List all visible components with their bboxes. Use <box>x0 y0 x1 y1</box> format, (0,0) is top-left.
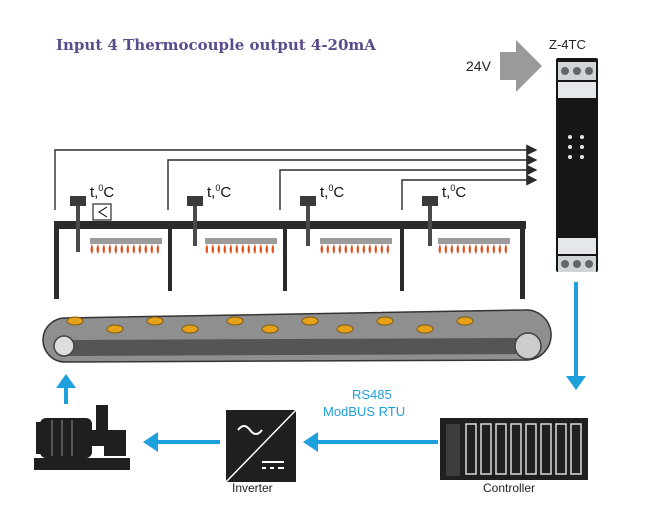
flame <box>259 244 262 254</box>
sensor-2-label: t,0C <box>207 183 232 201</box>
plc-module-slot <box>555 423 567 475</box>
sensor-3 <box>300 196 316 246</box>
plc-module-slot <box>525 423 537 475</box>
plc-module-slot <box>495 423 507 475</box>
flame <box>132 244 135 254</box>
diagram-title: Input 4 Thermocouple output 4-20mA <box>56 36 376 54</box>
flame <box>90 244 93 254</box>
belt-product <box>181 324 199 334</box>
comm-protocol-label: RS485 <box>352 387 392 402</box>
flame <box>468 244 471 254</box>
controller-label: Controller <box>483 481 536 495</box>
motor-pump <box>34 405 130 470</box>
flame <box>138 244 141 254</box>
belt-product <box>66 316 84 326</box>
conveyor-belt <box>42 309 552 363</box>
belt-product <box>261 324 279 334</box>
flame <box>114 244 117 254</box>
belt-product <box>301 316 319 326</box>
sensor-3-label: t,0C <box>320 183 345 201</box>
flame <box>456 244 459 254</box>
flame <box>462 244 465 254</box>
sensor-4-label: t,0C <box>442 183 467 201</box>
belt-product <box>146 316 164 326</box>
belt-product <box>226 316 244 326</box>
flame <box>96 244 99 254</box>
flame <box>102 244 105 254</box>
flame <box>386 244 389 254</box>
belt-product <box>336 324 354 334</box>
flame <box>205 244 208 254</box>
flame <box>492 244 495 254</box>
plc-module-slot <box>480 423 492 475</box>
flame <box>438 244 441 254</box>
flame <box>374 244 377 254</box>
flame <box>271 244 274 254</box>
supply-arrow <box>500 40 542 92</box>
sensor-1 <box>70 196 112 252</box>
oven-frame <box>54 221 526 299</box>
inverter-box <box>225 409 297 483</box>
plc-module-slot <box>465 423 477 475</box>
supply-label: 24V <box>466 58 491 74</box>
flame <box>223 244 226 254</box>
flame <box>265 244 268 254</box>
belt-product <box>106 324 124 334</box>
inverter-label: Inverter <box>232 481 273 495</box>
belt-products <box>66 316 474 334</box>
flame <box>344 244 347 254</box>
plc-module-slot <box>540 423 552 475</box>
module-label: Z-4TC <box>549 37 586 52</box>
sensor-2 <box>187 196 203 246</box>
flame <box>380 244 383 254</box>
heater-bars <box>90 238 510 244</box>
plc-module-slot <box>510 423 522 475</box>
sensor-1-label: t,0C <box>90 183 115 201</box>
belt-product <box>376 316 394 326</box>
flame <box>474 244 477 254</box>
flame <box>241 244 244 254</box>
flame <box>235 244 238 254</box>
flame <box>217 244 220 254</box>
flame <box>326 244 329 254</box>
flame <box>253 244 256 254</box>
flame <box>247 244 250 254</box>
flame <box>126 244 129 254</box>
blue-arrows <box>56 282 586 452</box>
comm-modbus-label: ModBUS RTU <box>323 404 406 419</box>
flame <box>144 244 147 254</box>
flame <box>108 244 111 254</box>
flame <box>368 244 371 254</box>
signal-lines <box>54 144 538 210</box>
flame <box>156 244 159 254</box>
flame <box>362 244 365 254</box>
flame <box>150 244 153 254</box>
flame <box>338 244 341 254</box>
flame <box>120 244 123 254</box>
flame <box>229 244 232 254</box>
flame <box>444 244 447 254</box>
flame <box>480 244 483 254</box>
plc-module-slot <box>570 423 582 475</box>
flame <box>504 244 507 254</box>
flame <box>332 244 335 254</box>
flame <box>350 244 353 254</box>
heater-flames <box>90 244 507 254</box>
z4tc-module <box>556 58 598 272</box>
belt-product <box>416 324 434 334</box>
flame <box>320 244 323 254</box>
controller-plc <box>440 418 588 480</box>
sensor-4 <box>422 196 438 246</box>
flame <box>498 244 501 254</box>
flame <box>211 244 214 254</box>
belt-product <box>456 316 474 326</box>
flame <box>486 244 489 254</box>
flame <box>450 244 453 254</box>
flame <box>356 244 359 254</box>
